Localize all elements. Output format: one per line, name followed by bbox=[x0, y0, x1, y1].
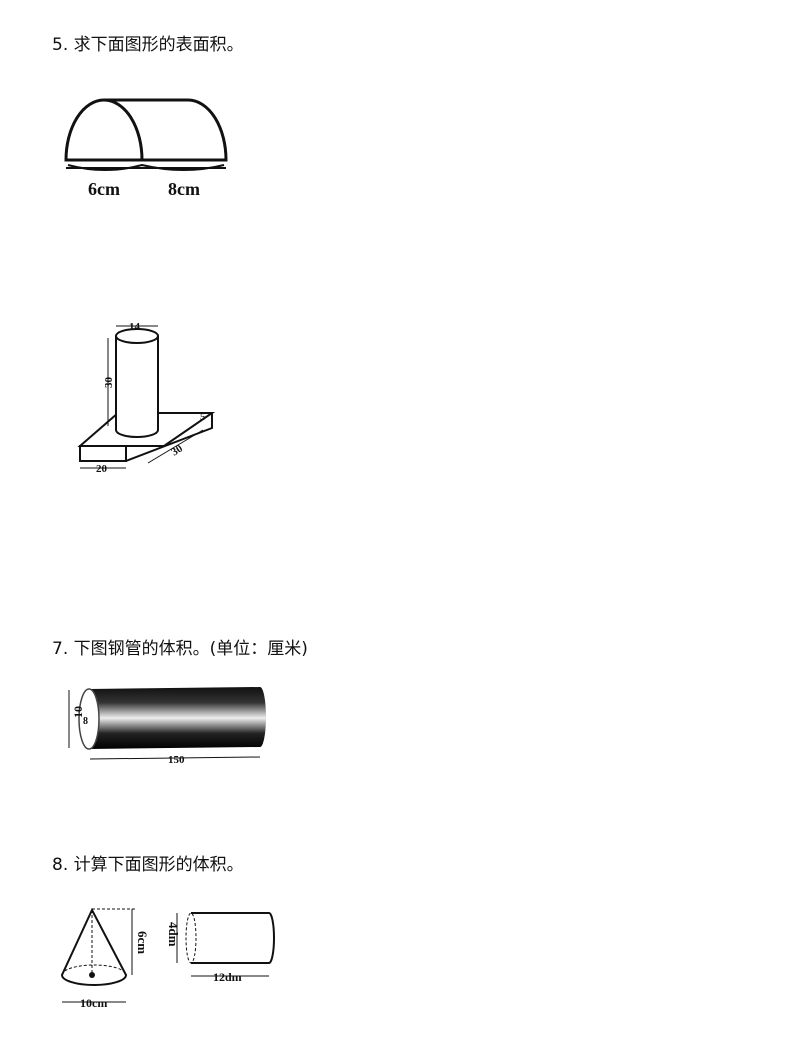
cylinder-on-base-figure: 14 30 5 30 20 bbox=[77, 321, 216, 475]
label-30-height: 30 bbox=[103, 377, 115, 389]
question-5-title: 5. 求下面图形的表面积。 bbox=[52, 35, 244, 55]
half-cylinder-figure: 6cm 8cm bbox=[64, 98, 228, 199]
label-10cm: 10cm bbox=[80, 996, 107, 1010]
label-4dm: 4dm bbox=[166, 922, 181, 947]
label-8: 8 bbox=[83, 716, 88, 727]
label-14: 14 bbox=[129, 321, 141, 333]
label-6cm: 6cm bbox=[88, 179, 120, 199]
label-20: 20 bbox=[96, 463, 108, 475]
pipe-figure: 10 8 150 bbox=[68, 687, 266, 766]
label-8cm: 8cm bbox=[168, 179, 200, 199]
label-10: 10 bbox=[71, 706, 85, 718]
label-6cm: 6cm bbox=[135, 931, 150, 954]
label-30-depth: 30 bbox=[169, 442, 185, 458]
label-5: 5 bbox=[200, 411, 206, 423]
label-150: 150 bbox=[168, 754, 185, 766]
cone-figure: 6cm 10cm bbox=[60, 907, 150, 1010]
question-7-title: 7. 下图钢管的体积。(单位：厘米) bbox=[52, 639, 308, 659]
question-8-title: 8. 计算下面图形的体积。 bbox=[52, 855, 244, 875]
cylinder-figure: 4dm 12dm bbox=[166, 912, 275, 984]
label-12dm: 12dm bbox=[213, 970, 242, 984]
